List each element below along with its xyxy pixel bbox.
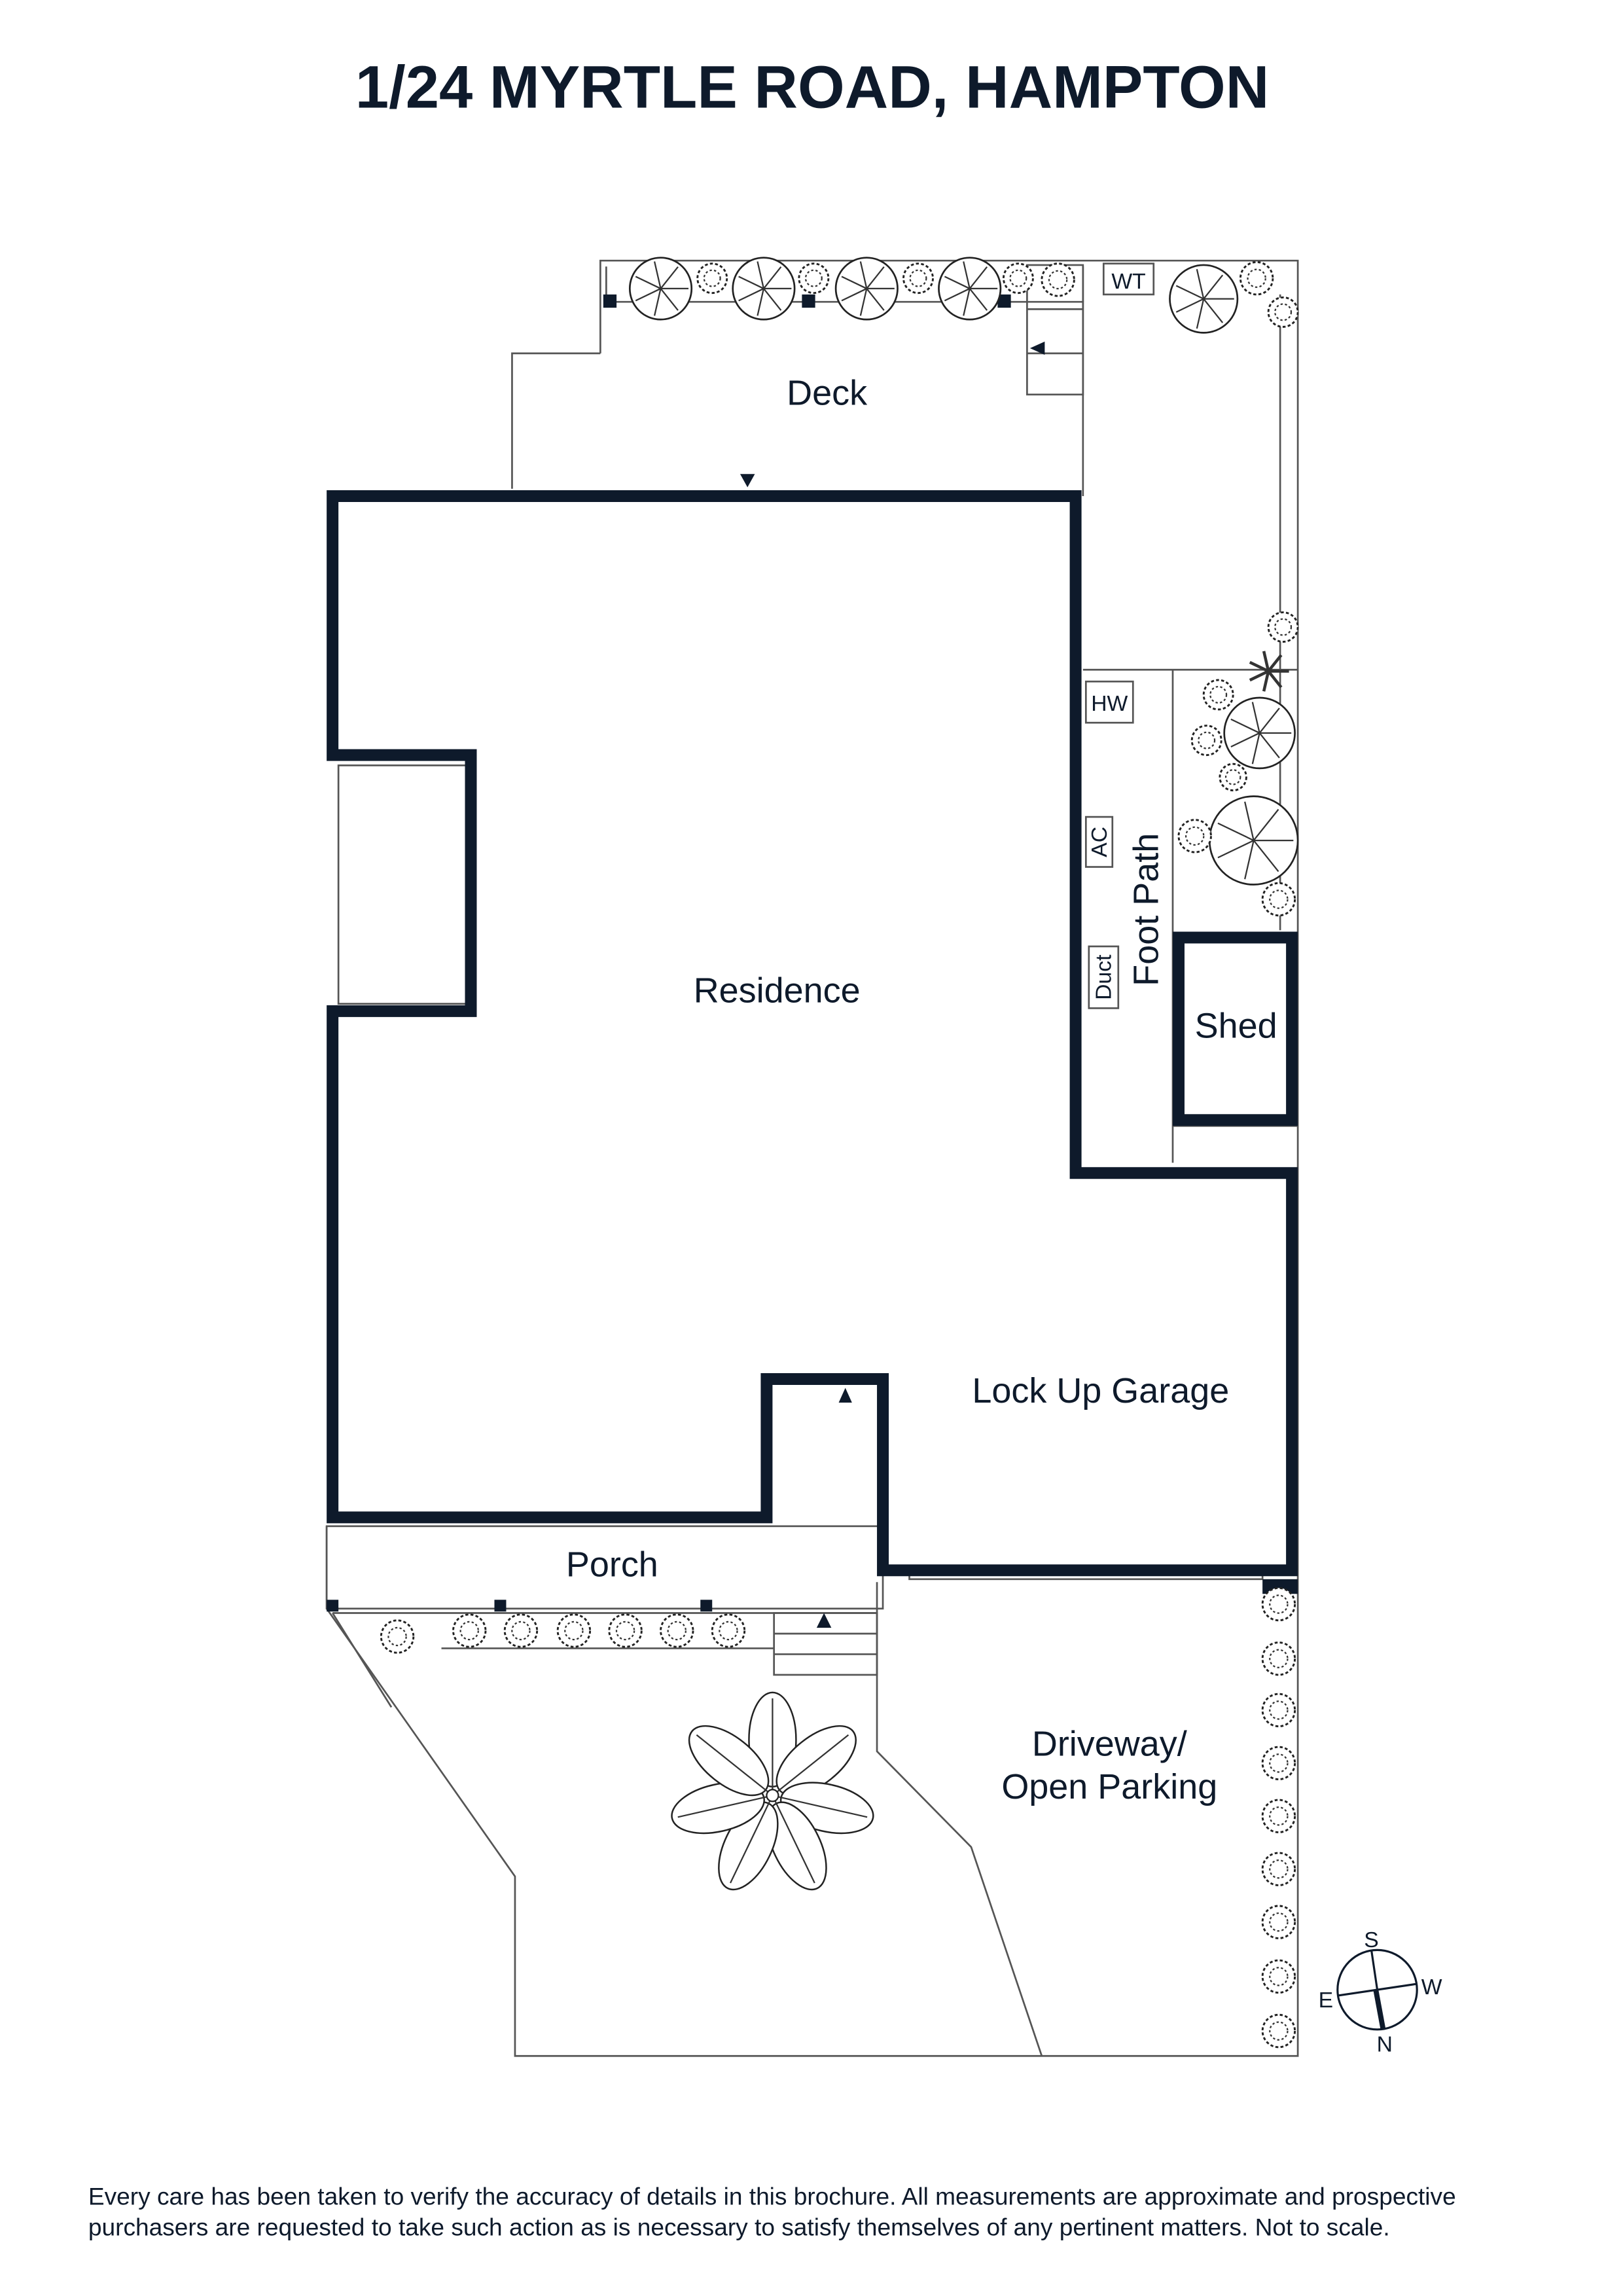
shrub-icon — [1261, 1641, 1296, 1676]
svg-text:HW: HW — [1091, 691, 1128, 716]
tree-icon — [1169, 264, 1239, 334]
shrub-icon — [1041, 262, 1075, 297]
shrub-icon — [608, 1613, 643, 1648]
compass-w: W — [1421, 1975, 1442, 2000]
landscaping — [380, 257, 1299, 2049]
property-title: 1/24 MYRTLE ROAD, HAMPTON — [355, 53, 1269, 120]
shed-walls — [1172, 931, 1298, 1126]
tree-icon — [1223, 696, 1296, 770]
shrub-icon — [1002, 262, 1034, 295]
tree-icon — [834, 257, 899, 321]
shrub-icon — [1261, 1746, 1296, 1781]
residence-walls — [327, 490, 1298, 1577]
shrub-icon — [1261, 1905, 1296, 1939]
tree-icon — [628, 257, 693, 321]
shrub-icon — [1261, 1852, 1296, 1886]
deck-label: Deck — [787, 374, 868, 413]
shrub-icon — [1219, 762, 1247, 792]
shrub-icon — [1261, 1587, 1296, 1622]
open-parking-label: Open Parking — [1001, 1767, 1217, 1806]
shrub-icon — [556, 1613, 592, 1648]
fixture-hw: HW — [1084, 680, 1134, 724]
driveway-label: Driveway/ — [1032, 1725, 1187, 1764]
disclaimer-line-1: Every care has been taken to verify the … — [88, 2182, 1456, 2210]
shrub-icon — [902, 262, 934, 295]
shrub-icon — [1261, 1799, 1296, 1833]
compass-s: S — [1364, 1928, 1379, 1952]
compass: S W E N — [1319, 1928, 1442, 2057]
shrub-icon — [1202, 679, 1234, 711]
fixture-ac: AC — [1084, 816, 1114, 868]
porch-label: Porch — [566, 1545, 658, 1584]
shrub-icon — [1261, 1693, 1296, 1728]
compass-e: E — [1319, 1988, 1334, 2013]
shrub-icon — [1239, 260, 1274, 296]
shrub-icon — [1190, 725, 1222, 757]
tree-icon — [1208, 795, 1299, 886]
shrub-icon — [1267, 296, 1299, 328]
shrub-icon — [380, 1619, 415, 1654]
shrub-icon — [1261, 2013, 1296, 2049]
shrub-icon — [660, 1613, 694, 1648]
fixture-wt: WT — [1102, 262, 1155, 296]
feature-tree-icon — [671, 1691, 874, 1891]
fixture-duct: Duct — [1088, 945, 1120, 1009]
shrub-icon — [503, 1613, 539, 1648]
shrub-icon — [711, 1613, 746, 1648]
shrub-icon — [798, 262, 830, 295]
garage-label: Lock Up Garage — [972, 1371, 1229, 1410]
shrub-icon — [1267, 611, 1299, 643]
shrub-icon — [1177, 819, 1212, 853]
tree-icon — [732, 257, 796, 321]
shrub-icon — [1261, 882, 1296, 917]
shrub-icon — [696, 262, 728, 295]
compass-n: N — [1377, 2032, 1393, 2057]
tree-icon — [938, 257, 1002, 321]
foot-path-label: Foot Path — [1127, 833, 1166, 986]
disclaimer-line-2: purchasers are requested to take such ac… — [88, 2214, 1390, 2241]
shrub-icon — [452, 1613, 487, 1648]
small-star-plant-icon — [1249, 651, 1289, 692]
entry-arrows — [740, 341, 1045, 1628]
svg-text:AC: AC — [1087, 827, 1112, 857]
residence-label: Residence — [694, 971, 861, 1010]
svg-text:Duct: Duct — [1092, 954, 1116, 1000]
shrub-icon — [1261, 1959, 1296, 1994]
svg-text:WT: WT — [1111, 269, 1145, 294]
shed-label: Shed — [1195, 1006, 1277, 1045]
